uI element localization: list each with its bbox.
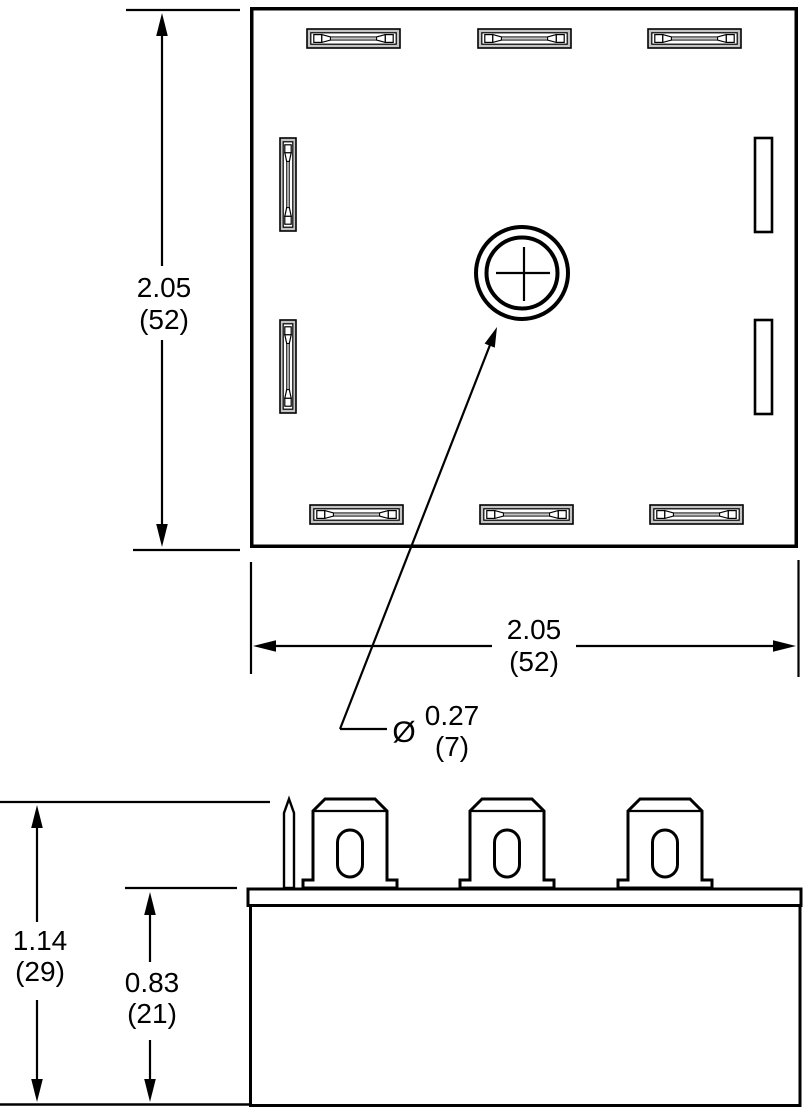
vent-slot-bottom-1 — [309, 504, 404, 525]
dimension-top-view-height: 2.05 (52) — [126, 8, 240, 552]
pin-terminal — [282, 795, 296, 890]
dim-label-mm: (7) — [435, 731, 469, 762]
dim-label-inches: 0.27 — [425, 700, 480, 731]
vent-slot-left-1 — [279, 137, 297, 232]
vent-slot-left-2 — [279, 319, 297, 414]
vent-slot-top-3 — [647, 28, 742, 49]
terminal-3 — [616, 797, 714, 890]
dim-label-mm: (29) — [15, 956, 65, 987]
dim-label-mm: (21) — [127, 998, 177, 1029]
vent-slot-bottom-2 — [479, 504, 574, 525]
dim-label-inches: 2.05 — [137, 272, 192, 303]
dimension-top-view-width: 2.05 (52) — [249, 560, 800, 677]
package-flange — [246, 887, 803, 907]
arrowhead-up — [31, 805, 43, 828]
arrowhead-down — [156, 524, 168, 547]
hole-diameter-callout: Ø 0.27 (7) — [338, 327, 497, 762]
dim-label-inches: 1.14 — [13, 925, 68, 956]
leader-arrowhead — [484, 327, 497, 348]
vent-slot-top-1 — [306, 28, 401, 49]
dimension-body-height: 0.83 (21) — [125, 886, 237, 1102]
arrowhead-left — [253, 640, 276, 652]
vent-slot-top-2 — [477, 28, 572, 49]
dim-label-mm: (52) — [509, 646, 559, 677]
package-body — [249, 904, 802, 1107]
mounting-hole — [474, 225, 570, 321]
terminal-1 — [301, 797, 399, 890]
vent-slot-bottom-3 — [649, 504, 744, 525]
side-slot-right-1 — [753, 136, 774, 234]
arrowhead-down — [31, 1079, 43, 1102]
dim-label-mm: (52) — [139, 304, 189, 335]
side-slot-right-2 — [753, 318, 774, 416]
dimension-overall-height: 1.14 (29) — [0, 800, 270, 1106]
diameter-symbol: Ø — [392, 716, 415, 749]
arrowhead-up — [156, 13, 168, 36]
dim-label-inches: 2.05 — [507, 614, 562, 645]
arrowhead-right — [773, 640, 796, 652]
arrowhead-down — [144, 1079, 156, 1102]
dim-label-inches: 0.83 — [125, 967, 180, 998]
arrowhead-up — [144, 892, 156, 915]
leader-line — [338, 335, 495, 730]
terminal-2 — [458, 797, 556, 890]
top-view — [250, 7, 798, 548]
side-view — [246, 795, 803, 1107]
